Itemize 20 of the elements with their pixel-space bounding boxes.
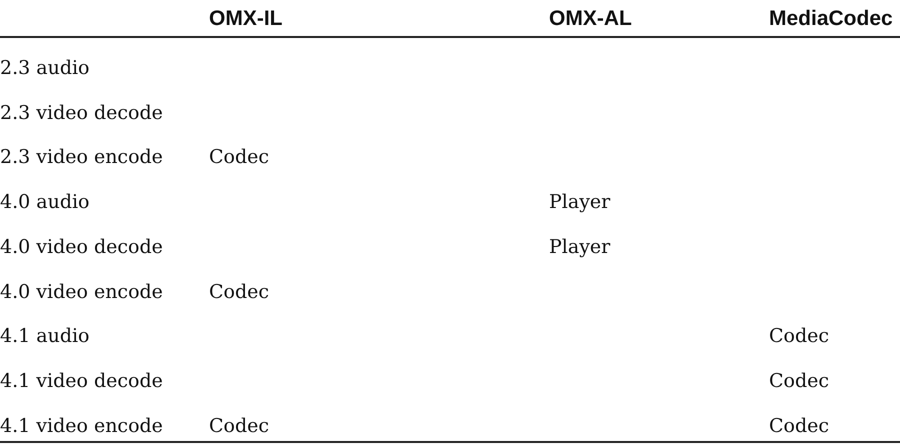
table-cell: Player xyxy=(549,234,610,259)
table-cell: Codec xyxy=(209,145,270,170)
column-header: MediaCodec xyxy=(769,7,893,31)
table-cell: Codec xyxy=(209,280,270,304)
row-header: 2.3 video encode xyxy=(0,145,163,170)
column-header: OMX-AL xyxy=(549,7,632,31)
row-header: 4.1 audio xyxy=(0,324,90,348)
table-cell: Codec xyxy=(769,324,830,348)
row-header: 4.0 audio xyxy=(0,190,90,214)
column-header: OMX-IL xyxy=(209,7,282,31)
row-header: 4.1 video encode xyxy=(0,414,163,438)
table-cell: Codec xyxy=(209,414,270,438)
table-cell: Codec xyxy=(769,414,830,438)
table-cell: Codec xyxy=(769,368,830,393)
row-header: 2.3 audio xyxy=(0,56,90,80)
table-cell: Player xyxy=(549,190,610,214)
row-header: 4.0 video decode xyxy=(0,234,163,259)
row-header: 4.1 video decode xyxy=(0,368,163,393)
row-header: 2.3 video decode xyxy=(0,100,163,125)
row-header: 4.0 video encode xyxy=(0,280,163,304)
